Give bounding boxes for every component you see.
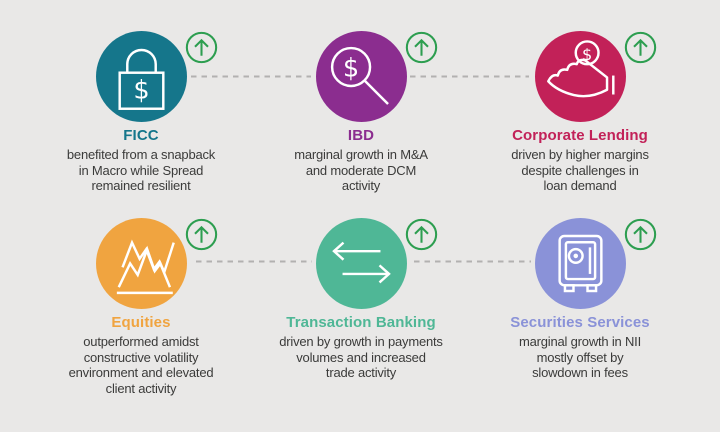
segment-card-equities: Equities outperformed amidst constructiv… [26, 218, 256, 396]
segment-description: benefited from a snapback in Macro while… [66, 147, 216, 193]
segment-title: Equities [111, 314, 171, 331]
arrow-up-icon [624, 31, 657, 64]
arrow-up-icon [405, 31, 438, 64]
svg-text:$: $ [342, 54, 358, 84]
segment-circle [95, 218, 187, 309]
magnifier-dollar-icon: $ [330, 46, 389, 105]
svg-text:$: $ [582, 45, 592, 64]
arrow-up-icon [185, 218, 218, 251]
segment-description: driven by growth in payments volumes and… [279, 334, 443, 380]
safe-icon [557, 234, 603, 293]
trend-up-badge [624, 31, 657, 64]
segment-title: Securities Services [510, 314, 650, 331]
segment-title: FICC [123, 127, 159, 144]
segment-card-ficc: $ FICC benefited from a snapback in Macr… [26, 31, 256, 194]
segment-card-transaction-banking: Transaction Banking driven by growth in … [246, 218, 476, 381]
segment-description: marginal growth in M&A and moderate DCM … [294, 147, 428, 193]
dashed-connector [196, 260, 312, 263]
trend-up-badge [405, 31, 438, 64]
trend-up-badge [185, 218, 218, 251]
trend-up-badge [185, 31, 218, 64]
segment-circle: $ [95, 31, 187, 122]
lock-dollar-icon: $ [117, 48, 165, 110]
segment-description: driven by higher margins despite challen… [511, 147, 649, 193]
dashed-connector [410, 75, 529, 78]
arrow-up-icon [405, 218, 438, 251]
segment-card-ibd: $ IBD marginal growth in M&A and moderat… [246, 31, 476, 194]
transfer-arrows-icon [331, 241, 391, 284]
segment-card-corporate-lending: $ Corporate Lending driven by higher mar… [465, 31, 695, 194]
segment-description: outperformed amidst constructive volatil… [68, 334, 214, 396]
segment-circle [534, 218, 626, 309]
arrow-up-icon [185, 31, 218, 64]
dashed-connector [414, 260, 531, 263]
segment-description: marginal growth in NII mostly offset by … [518, 334, 642, 380]
segment-card-securities-services: Securities Services marginal growth in N… [465, 218, 695, 381]
dashed-connector [191, 75, 311, 78]
trend-up-badge [405, 218, 438, 251]
arrow-up-icon [624, 218, 657, 251]
segment-circle: $ [315, 31, 407, 122]
segment-circle [315, 218, 407, 309]
segment-title: Transaction Banking [286, 314, 436, 331]
svg-text:$: $ [133, 75, 149, 105]
stock-chart-icon [116, 239, 175, 295]
segment-title: IBD [347, 127, 375, 144]
segment-title: Corporate Lending [512, 127, 648, 144]
segment-circle: $ [534, 31, 626, 122]
hand-coin-icon: $ [546, 40, 615, 98]
trend-up-badge [624, 218, 657, 251]
